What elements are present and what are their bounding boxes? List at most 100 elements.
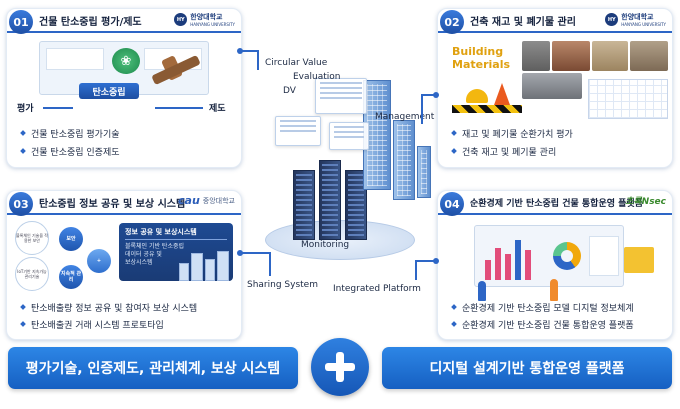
connector-line bbox=[415, 260, 417, 280]
server-rack bbox=[293, 170, 315, 240]
bullet-item: 탄소배출권 거래 시스템 프로토타입 bbox=[21, 318, 164, 331]
logo-name: 한양대학교 bbox=[621, 13, 654, 21]
logo-sub: HANYANG UNIVERSITY bbox=[621, 22, 666, 27]
label-system: 제도 bbox=[209, 104, 226, 114]
leaf-icon: ❀ bbox=[112, 48, 140, 74]
connector-dot bbox=[237, 250, 243, 256]
connector-line bbox=[239, 252, 271, 254]
caution-stripes bbox=[452, 105, 522, 113]
label-management: Management bbox=[375, 112, 435, 122]
panel-number: 03 bbox=[9, 192, 33, 216]
connector-line bbox=[155, 107, 203, 109]
dashboard-panel bbox=[275, 116, 321, 146]
university-seal-icon: HY bbox=[174, 13, 188, 26]
panel-title: 탄소중립 정보 공유 및 보상 시스템 bbox=[39, 199, 186, 210]
lumber-photo bbox=[592, 41, 628, 71]
label-monitoring: Monitoring bbox=[301, 240, 350, 250]
card-title: 정보 공유 및 보상시스템 bbox=[125, 227, 227, 240]
city-buildings bbox=[175, 249, 233, 281]
panel-info-sharing-reward: 03 탄소중립 정보 공유 및 보상 시스템 cau 중앙대학교 블록체인 기술… bbox=[6, 190, 242, 340]
label-circular-value: Circular Value bbox=[265, 58, 328, 68]
bullet-item: 건물 탄소중립 인증제도 bbox=[21, 145, 120, 158]
panel-title: 건물 탄소중립 평가/제도 bbox=[39, 17, 142, 28]
server-rack bbox=[319, 160, 341, 240]
bullet-item: 탄소배출량 정보 공유 및 참여자 보상 시스템 bbox=[21, 301, 197, 314]
logo-name: 한양대학교 bbox=[190, 13, 223, 21]
circle-text: IoT기반 지속가능 관리기술 bbox=[17, 269, 47, 279]
steel-pipes-photo bbox=[522, 41, 550, 71]
chungang-logo: cau 중앙대학교 bbox=[178, 194, 235, 207]
label-integrated-platform: Integrated Platform bbox=[333, 284, 421, 294]
panel-title: 건축 재고 및 폐기물 관리 bbox=[470, 17, 576, 28]
iot-circle: IoT기반 지속가능 관리기술 bbox=[15, 257, 49, 291]
dashboard-panel bbox=[329, 122, 369, 150]
circle-text: 블록체인 기술을 적용한 보안 bbox=[16, 233, 48, 243]
chorok-logo: 초록Nsec bbox=[625, 197, 666, 207]
cone-icon bbox=[494, 83, 510, 105]
plus-icon: + bbox=[87, 249, 111, 273]
label-sharing-system: Sharing System bbox=[247, 280, 318, 290]
bullet-item: 순환경제 기반 탄소중립 건물 통합운영 플랫폼 bbox=[452, 318, 634, 331]
summary-left-pill: 평가기술, 인증제도, 관리체계, 보상 시스템 bbox=[8, 347, 298, 389]
folder-icon bbox=[624, 247, 654, 273]
bricks-photo bbox=[552, 41, 590, 71]
carbon-neutral-badge: 탄소중립 bbox=[79, 83, 139, 99]
bullet-item: 건물 탄소중립 평가기술 bbox=[21, 127, 120, 140]
panel-number: 01 bbox=[9, 10, 33, 34]
person-figure bbox=[478, 281, 486, 301]
university-seal-icon: HY bbox=[605, 13, 619, 26]
donut-graphic bbox=[553, 242, 581, 270]
management-bubble: 지속적 관리 bbox=[59, 265, 83, 289]
label-dv: DV bbox=[283, 86, 296, 96]
panel-number: 04 bbox=[440, 192, 464, 216]
debris-photo bbox=[522, 73, 582, 99]
connector-line bbox=[257, 50, 259, 70]
connector-line bbox=[415, 260, 437, 262]
materials-text: Building Materials bbox=[452, 45, 511, 71]
logo-name: 중앙대학교 bbox=[202, 196, 235, 205]
building-materials-label: Building Materials bbox=[452, 45, 510, 71]
connector-line bbox=[421, 94, 423, 124]
report-sheet bbox=[589, 236, 619, 276]
blockchain-circle: 블록체인 기술을 적용한 보안 bbox=[15, 221, 49, 255]
panel-title: 순환경제 기반 탄소중립 건물 통합운영 플랫폼 bbox=[470, 199, 643, 209]
bullet-item: 건축 재고 및 폐기물 관리 bbox=[452, 145, 556, 158]
dashboard-graphic bbox=[474, 225, 624, 287]
connector-line bbox=[421, 94, 437, 96]
label-evaluation: 평가 bbox=[17, 104, 34, 114]
connector-line bbox=[43, 107, 73, 109]
building-tower bbox=[393, 120, 415, 200]
sharing-illustration: 블록체인 기술을 적용한 보안 IoT기반 지속가능 관리기술 보안 + 지속적… bbox=[15, 221, 237, 291]
plus-icon bbox=[311, 338, 369, 396]
bullet-item: 순환경제 기반 탄소중립 모델 디지털 정보체계 bbox=[452, 301, 634, 314]
rubble-photo bbox=[630, 41, 668, 71]
panel-header: 03 탄소중립 정보 공유 및 보상 시스템 cau 중앙대학교 bbox=[7, 191, 241, 216]
connector-dot bbox=[237, 48, 243, 54]
logo-sub: HANYANG UNIVERSITY bbox=[190, 22, 235, 27]
panel-number: 02 bbox=[440, 10, 464, 34]
label-evaluation: Evaluation bbox=[293, 72, 341, 82]
hardhat-icon bbox=[466, 89, 488, 103]
panel-header: 04 순환경제 기반 탄소중립 건물 통합운영 플랫폼 초록Nsec bbox=[438, 191, 672, 216]
evaluation-illustration: ❀ 탄소중립 평가 제도 bbox=[15, 39, 235, 119]
connector-dot bbox=[433, 92, 439, 98]
dashboard-panel bbox=[315, 78, 367, 114]
info-card bbox=[46, 48, 104, 70]
summary-right-pill: 디지털 설계기반 통합운영 플랫폼 bbox=[382, 347, 672, 389]
cau-mark: cau bbox=[178, 194, 200, 207]
bullet-item: 재고 및 폐기물 순환가치 평가 bbox=[452, 127, 573, 140]
connector-line bbox=[239, 50, 259, 52]
center-platform-illustration: Circular Value Evaluation DV Management … bbox=[237, 20, 439, 320]
person-figure bbox=[550, 279, 558, 301]
server-rack bbox=[345, 170, 367, 240]
blueprint-graphic bbox=[588, 79, 668, 119]
connector-dot bbox=[433, 258, 439, 264]
security-bubble: 보안 bbox=[59, 227, 83, 251]
card-body: 블록체인 기반 탄소중립 데이터 공유 및 보상시스템 bbox=[125, 243, 185, 266]
